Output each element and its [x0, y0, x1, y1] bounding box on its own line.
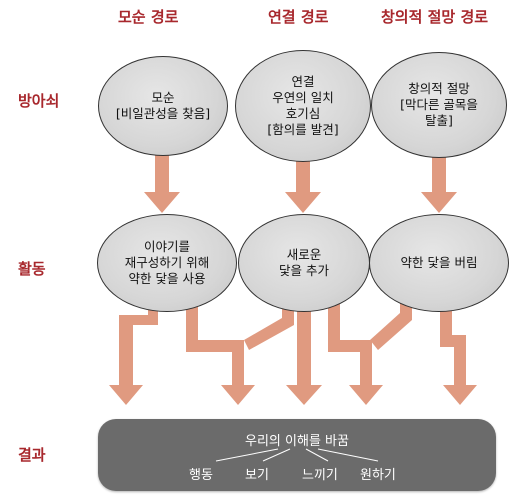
row-label-activity: 활동	[18, 260, 46, 278]
column-header-connection: 연결 경로	[268, 8, 329, 26]
result-item-act: 행동	[189, 468, 213, 483]
arrow-trigger-to-activity-contradiction	[144, 155, 180, 213]
result-item-see: 보기	[245, 468, 269, 483]
activity-ellipse-creative: 약한 닻을 버림	[369, 214, 509, 312]
arrow-activity-to-result-2b	[286, 303, 322, 405]
arrow-trigger-to-activity-creative	[421, 155, 457, 213]
column-header-creative: 창의적 절망 경로	[381, 8, 489, 26]
arrow-activity-to-result-3b	[440, 303, 477, 405]
row-label-trigger: 방아쇠	[18, 92, 60, 110]
arrow-trigger-to-activity-connection	[285, 155, 321, 213]
result-item-want: 원하기	[360, 468, 396, 483]
arrow-activity-to-result-1b	[186, 303, 255, 405]
result-main-text: 우리의 이해를 바꿈	[245, 434, 349, 449]
arrow-activity-to-result-2c	[328, 303, 383, 405]
row-label-result: 결과	[18, 446, 46, 464]
trigger-ellipse-connection: 연결 우연의 일치 호기심 [함의를 발견]	[235, 50, 371, 162]
activity-ellipse-connection: 새로운 닻을 추가	[238, 214, 370, 312]
trigger-text-connection: 연결 우연의 일치 호기심 [함의를 발견]	[267, 74, 339, 137]
activity-text-creative: 약한 닻을 버림	[400, 255, 478, 270]
trigger-ellipse-creative: 창의적 절망 [막다른 골목을 탈출]	[371, 52, 507, 158]
result-item-feel: 느끼기	[302, 468, 338, 483]
activity-ellipse-contradiction: 이야기를 재구성하기 위해 약한 닻을 사용	[97, 214, 237, 312]
arrow-activity-to-result-3a	[370, 303, 412, 350]
activity-text-connection: 새로운 닻을 추가	[279, 247, 329, 278]
result-branch-lines	[215, 448, 379, 462]
trigger-text-contradiction: 모순 [비일관성을 찾음]	[115, 90, 211, 121]
arrow-activity-to-result-1a	[109, 303, 158, 405]
activity-text-contradiction: 이야기를 재구성하기 위해 약한 닻을 사용	[124, 239, 210, 286]
result-box: 우리의 이해를 바꿈 행동 보기 느끼기 원하기	[98, 419, 496, 491]
trigger-text-creative: 창의적 절망 [막다른 골목을 탈출]	[400, 81, 478, 128]
trigger-ellipse-contradiction: 모순 [비일관성을 찾음]	[98, 56, 228, 156]
column-header-contradiction: 모순 경로	[118, 8, 179, 26]
arrow-activity-to-result-2a	[244, 303, 294, 350]
